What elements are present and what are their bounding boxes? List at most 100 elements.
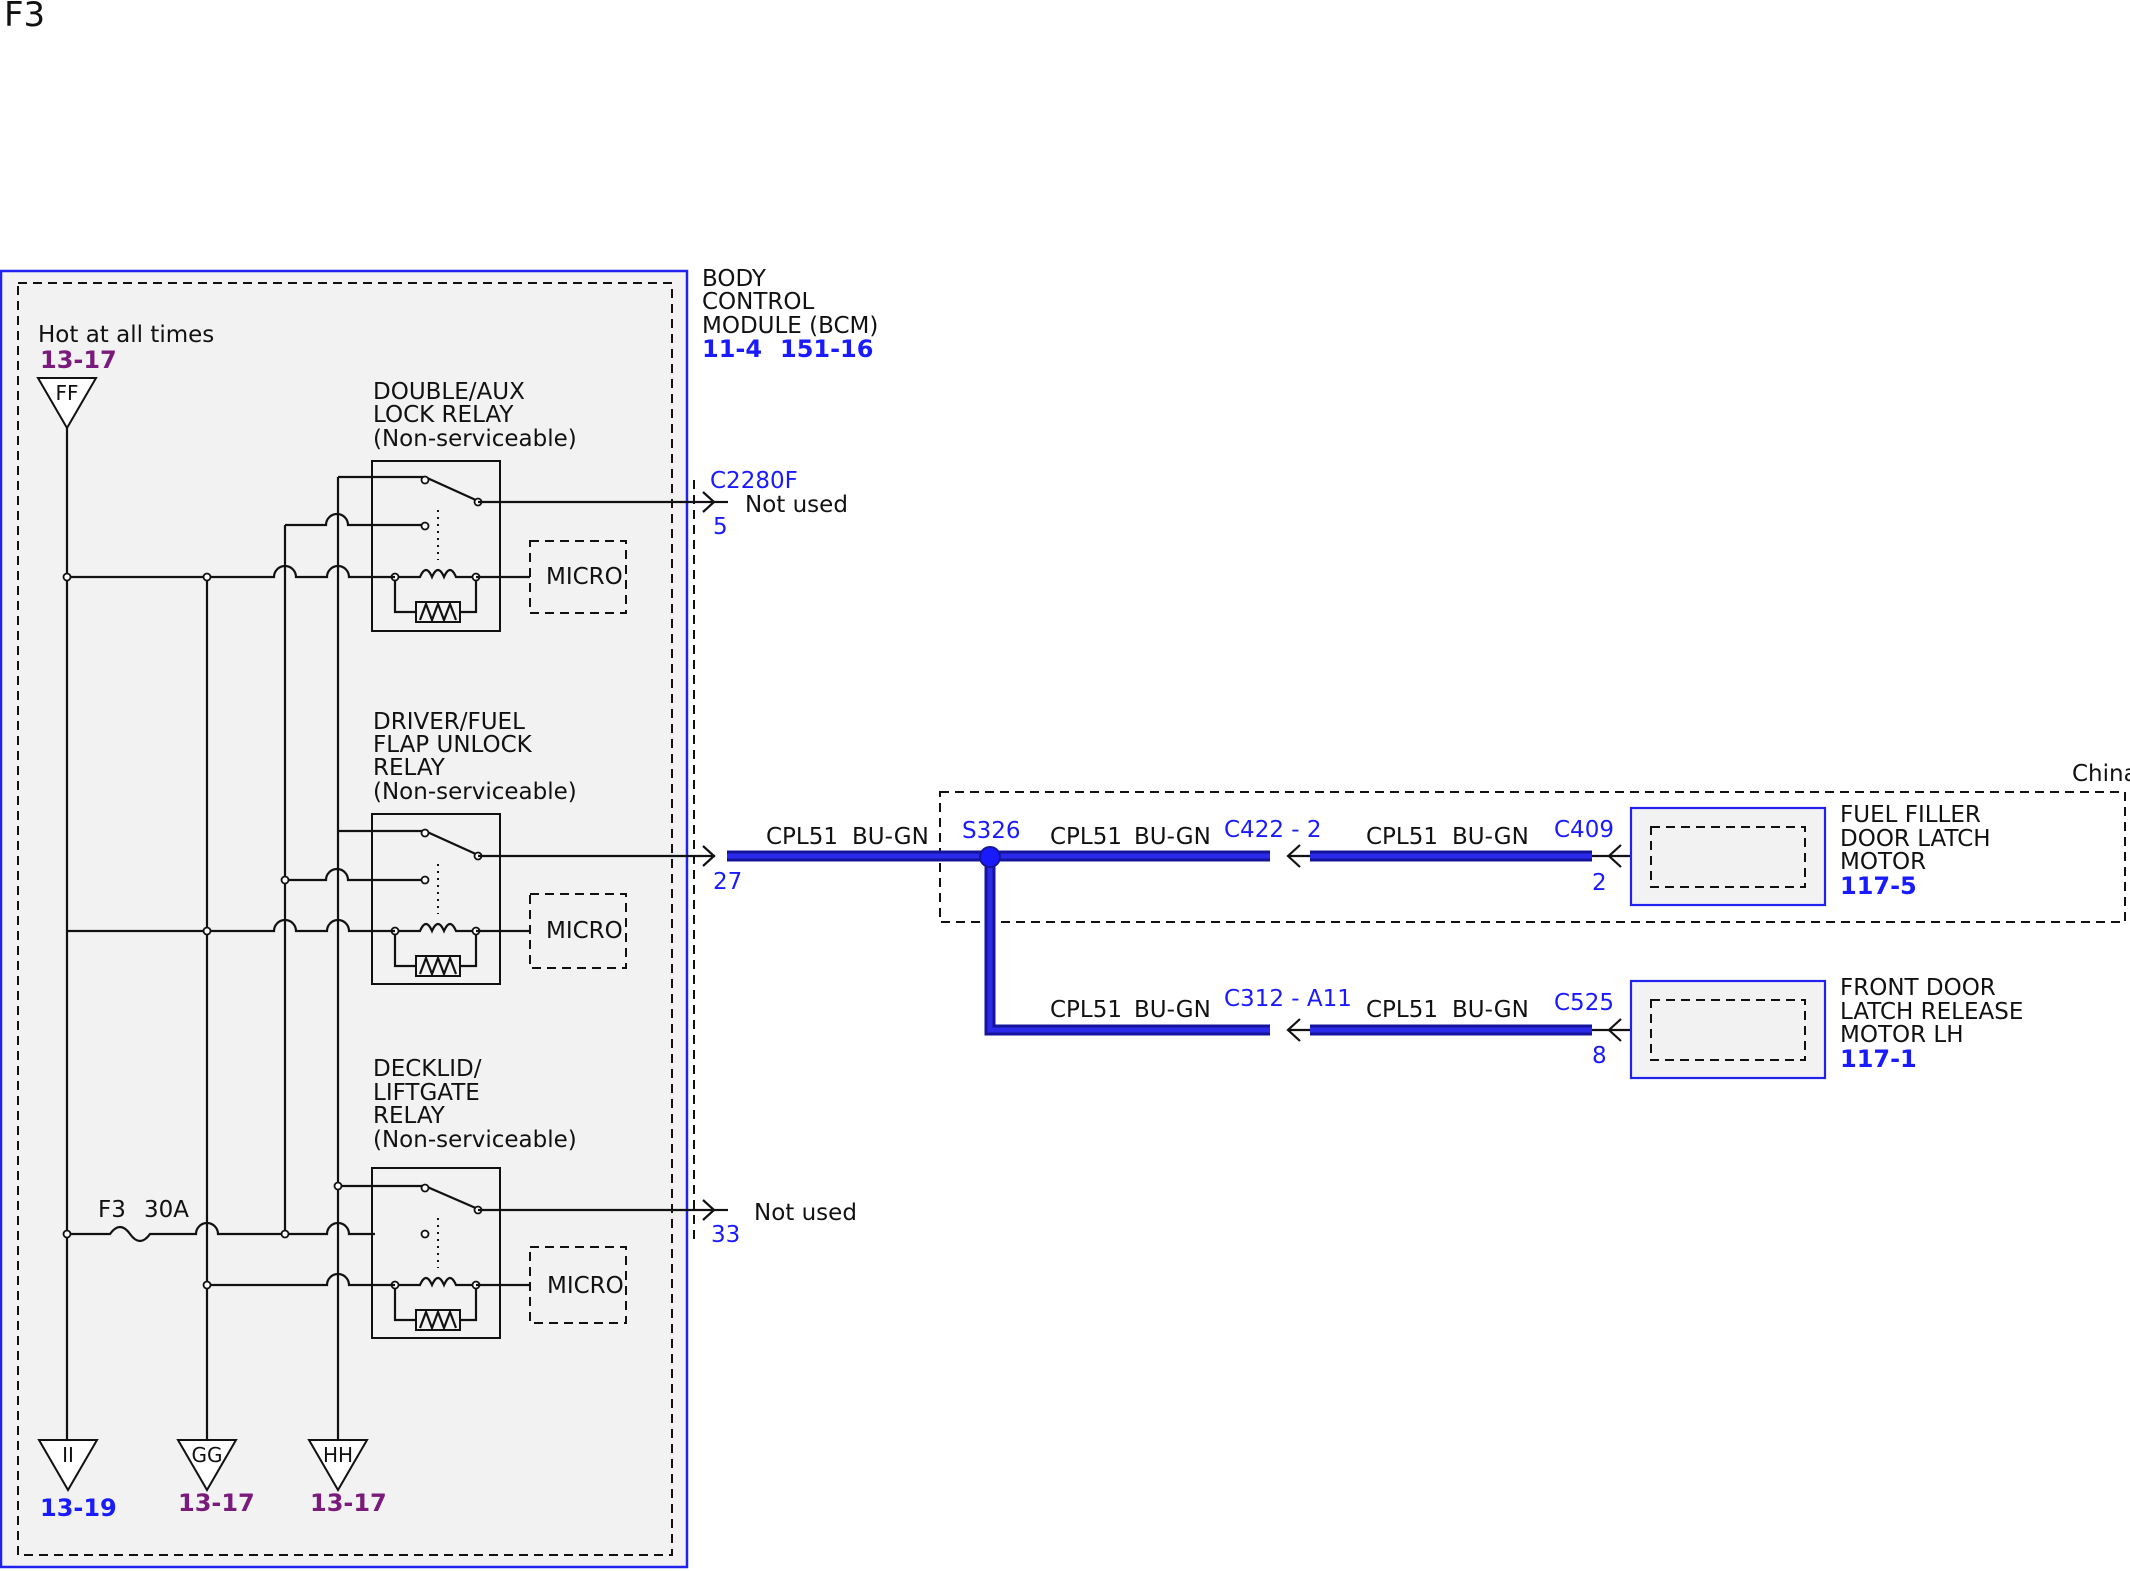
pin-27: 27	[713, 869, 742, 895]
ff-ref[interactable]: 13-17	[40, 346, 117, 374]
ii-terminal: II 13-19	[37, 1439, 117, 1522]
bcm-ref-2[interactable]: 151-16	[780, 335, 873, 363]
relay-coil-wire	[393, 577, 478, 614]
relay-1-box	[371, 460, 501, 632]
wire-2-color: BU-GN	[1134, 824, 1211, 850]
fuel-filler-ref[interactable]: 117-5	[1840, 872, 1917, 900]
bcm-ref-1[interactable]: 11-4	[702, 335, 762, 363]
relay-3-micro-box	[529, 1246, 627, 1324]
relay-2-nc-feed	[285, 867, 425, 882]
relay-1-coil-feed	[67, 564, 395, 579]
ii-letter: II	[62, 1443, 74, 1467]
c2280f-note: Not used	[745, 492, 848, 518]
wire-5-color: BU-GN	[1452, 997, 1529, 1023]
pin-33-note: Not used	[754, 1200, 857, 1226]
hh-ref[interactable]: 13-17	[310, 1489, 387, 1517]
relay-3-line-3: RELAY	[373, 1103, 446, 1129]
c409-pin: 2	[1592, 870, 1607, 896]
c525-label[interactable]: C525	[1554, 990, 1614, 1016]
relay-coil-wire	[393, 931, 478, 968]
pin-33: 33	[711, 1222, 740, 1248]
c312-label[interactable]: C312 - A11	[1224, 986, 1352, 1012]
relay-contact	[420, 828, 430, 838]
wire-3-circuit: CPL51	[1366, 824, 1438, 850]
fuel-filler-door-latch-motor: FUEL FILLER DOOR LATCH MOTOR 117-5	[1629, 802, 1991, 907]
splice-dot	[280, 875, 290, 885]
relay-3-line-1: DECKLID/	[373, 1056, 482, 1082]
bcm-label: BODY CONTROL MODULE (BCM) 11-4 151-16	[702, 266, 878, 363]
splice-dot	[202, 572, 212, 582]
splice-dot	[62, 572, 72, 582]
relay-3-line-2: LIFTGATE	[373, 1080, 480, 1106]
splice-dot	[202, 1280, 212, 1290]
fuel-filler-line-1: FUEL FILLER	[1840, 802, 1981, 828]
gg-terminal: GG 13-17	[176, 1439, 255, 1517]
ii-terminal-symbol	[37, 1439, 99, 1492]
wire-1-circuit: CPL51	[766, 824, 838, 850]
relay-2-coil	[395, 922, 476, 934]
fuse-symbol-and-feed	[67, 1221, 375, 1243]
bcm-name-line-1: BODY	[702, 266, 767, 292]
ff-terminal-symbol	[36, 377, 98, 430]
wire-3-color: BU-GN	[1452, 824, 1529, 850]
ff-letter: FF	[55, 381, 78, 405]
component-internal-box	[1650, 999, 1806, 1061]
ii-ref[interactable]: 13-19	[40, 1494, 117, 1522]
relay-contact	[420, 1183, 430, 1193]
hot-at-all-times-label: Hot at all times	[38, 322, 214, 348]
relay-1-line-2: LOCK RELAY	[373, 402, 514, 428]
gg-letter: GG	[192, 1443, 223, 1467]
front-door-ref[interactable]: 117-1	[1840, 1045, 1917, 1073]
c2280f-pin: 5	[713, 514, 728, 540]
relay-2-line-2: FLAP UNLOCK	[373, 732, 533, 758]
relay-contact	[420, 521, 430, 531]
wire-labels: CPL51 BU-GN CPL51 BU-GN CPL51 BU-GN CPL5…	[766, 824, 1529, 1023]
front-door-component-box[interactable]	[1629, 979, 1827, 1080]
fuel-filler-line-2: DOOR LATCH	[1840, 826, 1991, 852]
relay-driver-fuel-flap-unlock: DRIVER/FUEL FLAP UNLOCK RELAY (Non-servi…	[285, 709, 627, 985]
relay-1-nc-feed	[285, 512, 425, 527]
connector-arrow	[702, 491, 716, 513]
c2280f-label[interactable]: C2280F	[710, 468, 798, 494]
splice-s326[interactable]	[979, 846, 1001, 868]
relay-2-line-3: RELAY	[373, 755, 446, 781]
gg-ref[interactable]: 13-17	[178, 1489, 255, 1517]
relay-2-line-1: DRIVER/FUEL	[373, 709, 525, 735]
relay-2-micro-label: MICRO	[546, 918, 623, 944]
connector-arrow	[702, 845, 716, 867]
component-internal-box	[1650, 826, 1806, 888]
front-door-line-1: FRONT DOOR	[1840, 975, 1996, 1001]
relay-1-line-1: DOUBLE/AUX	[373, 379, 525, 405]
wire-2-circuit: CPL51	[1050, 824, 1122, 850]
relay-decklid-liftgate: DECKLID/ LIFTGATE RELAY (Non-serviceable…	[338, 1056, 627, 1339]
c422-label[interactable]: C422 - 2	[1224, 817, 1322, 843]
bcm-internal-dashed-box	[17, 282, 673, 1556]
gg-terminal-symbol	[176, 1439, 238, 1492]
relay-contact	[420, 1229, 430, 1239]
relay-3-line-4: (Non-serviceable)	[373, 1127, 577, 1153]
relay-2-micro-box	[529, 893, 627, 969]
connector-arrow	[702, 1199, 716, 1221]
c409-label[interactable]: C409	[1554, 817, 1614, 843]
splice-dot	[202, 926, 212, 936]
hh-terminal: HH 13-17	[307, 1439, 387, 1517]
fuse-rating: 30A	[144, 1197, 189, 1223]
fuel-filler-component-box[interactable]	[1629, 806, 1827, 907]
wire-4-circuit: CPL51	[1050, 997, 1122, 1023]
relay-contact	[420, 875, 430, 885]
relay-contact	[420, 475, 430, 485]
hh-letter: HH	[323, 1443, 353, 1467]
front-door-line-3: MOTOR LH	[1840, 1022, 1964, 1048]
page-label: F3	[4, 0, 45, 35]
front-door-latch-release-motor-lh: FRONT DOOR LATCH RELEASE MOTOR LH 117-1	[1629, 975, 2023, 1080]
s326-label[interactable]: S326	[962, 818, 1021, 844]
c525-pin: 8	[1592, 1043, 1607, 1069]
relay-coil-wire	[393, 1285, 478, 1322]
relay-3-coil-feed	[207, 1272, 395, 1287]
bcm-name-line-2: CONTROL	[702, 289, 815, 315]
resistor-zigzag	[418, 1308, 458, 1332]
resistor-zigzag	[418, 600, 458, 624]
relay-1-line-3: (Non-serviceable)	[373, 426, 577, 452]
splice-dot	[333, 1181, 343, 1191]
relay-1-micro-box	[529, 540, 627, 614]
